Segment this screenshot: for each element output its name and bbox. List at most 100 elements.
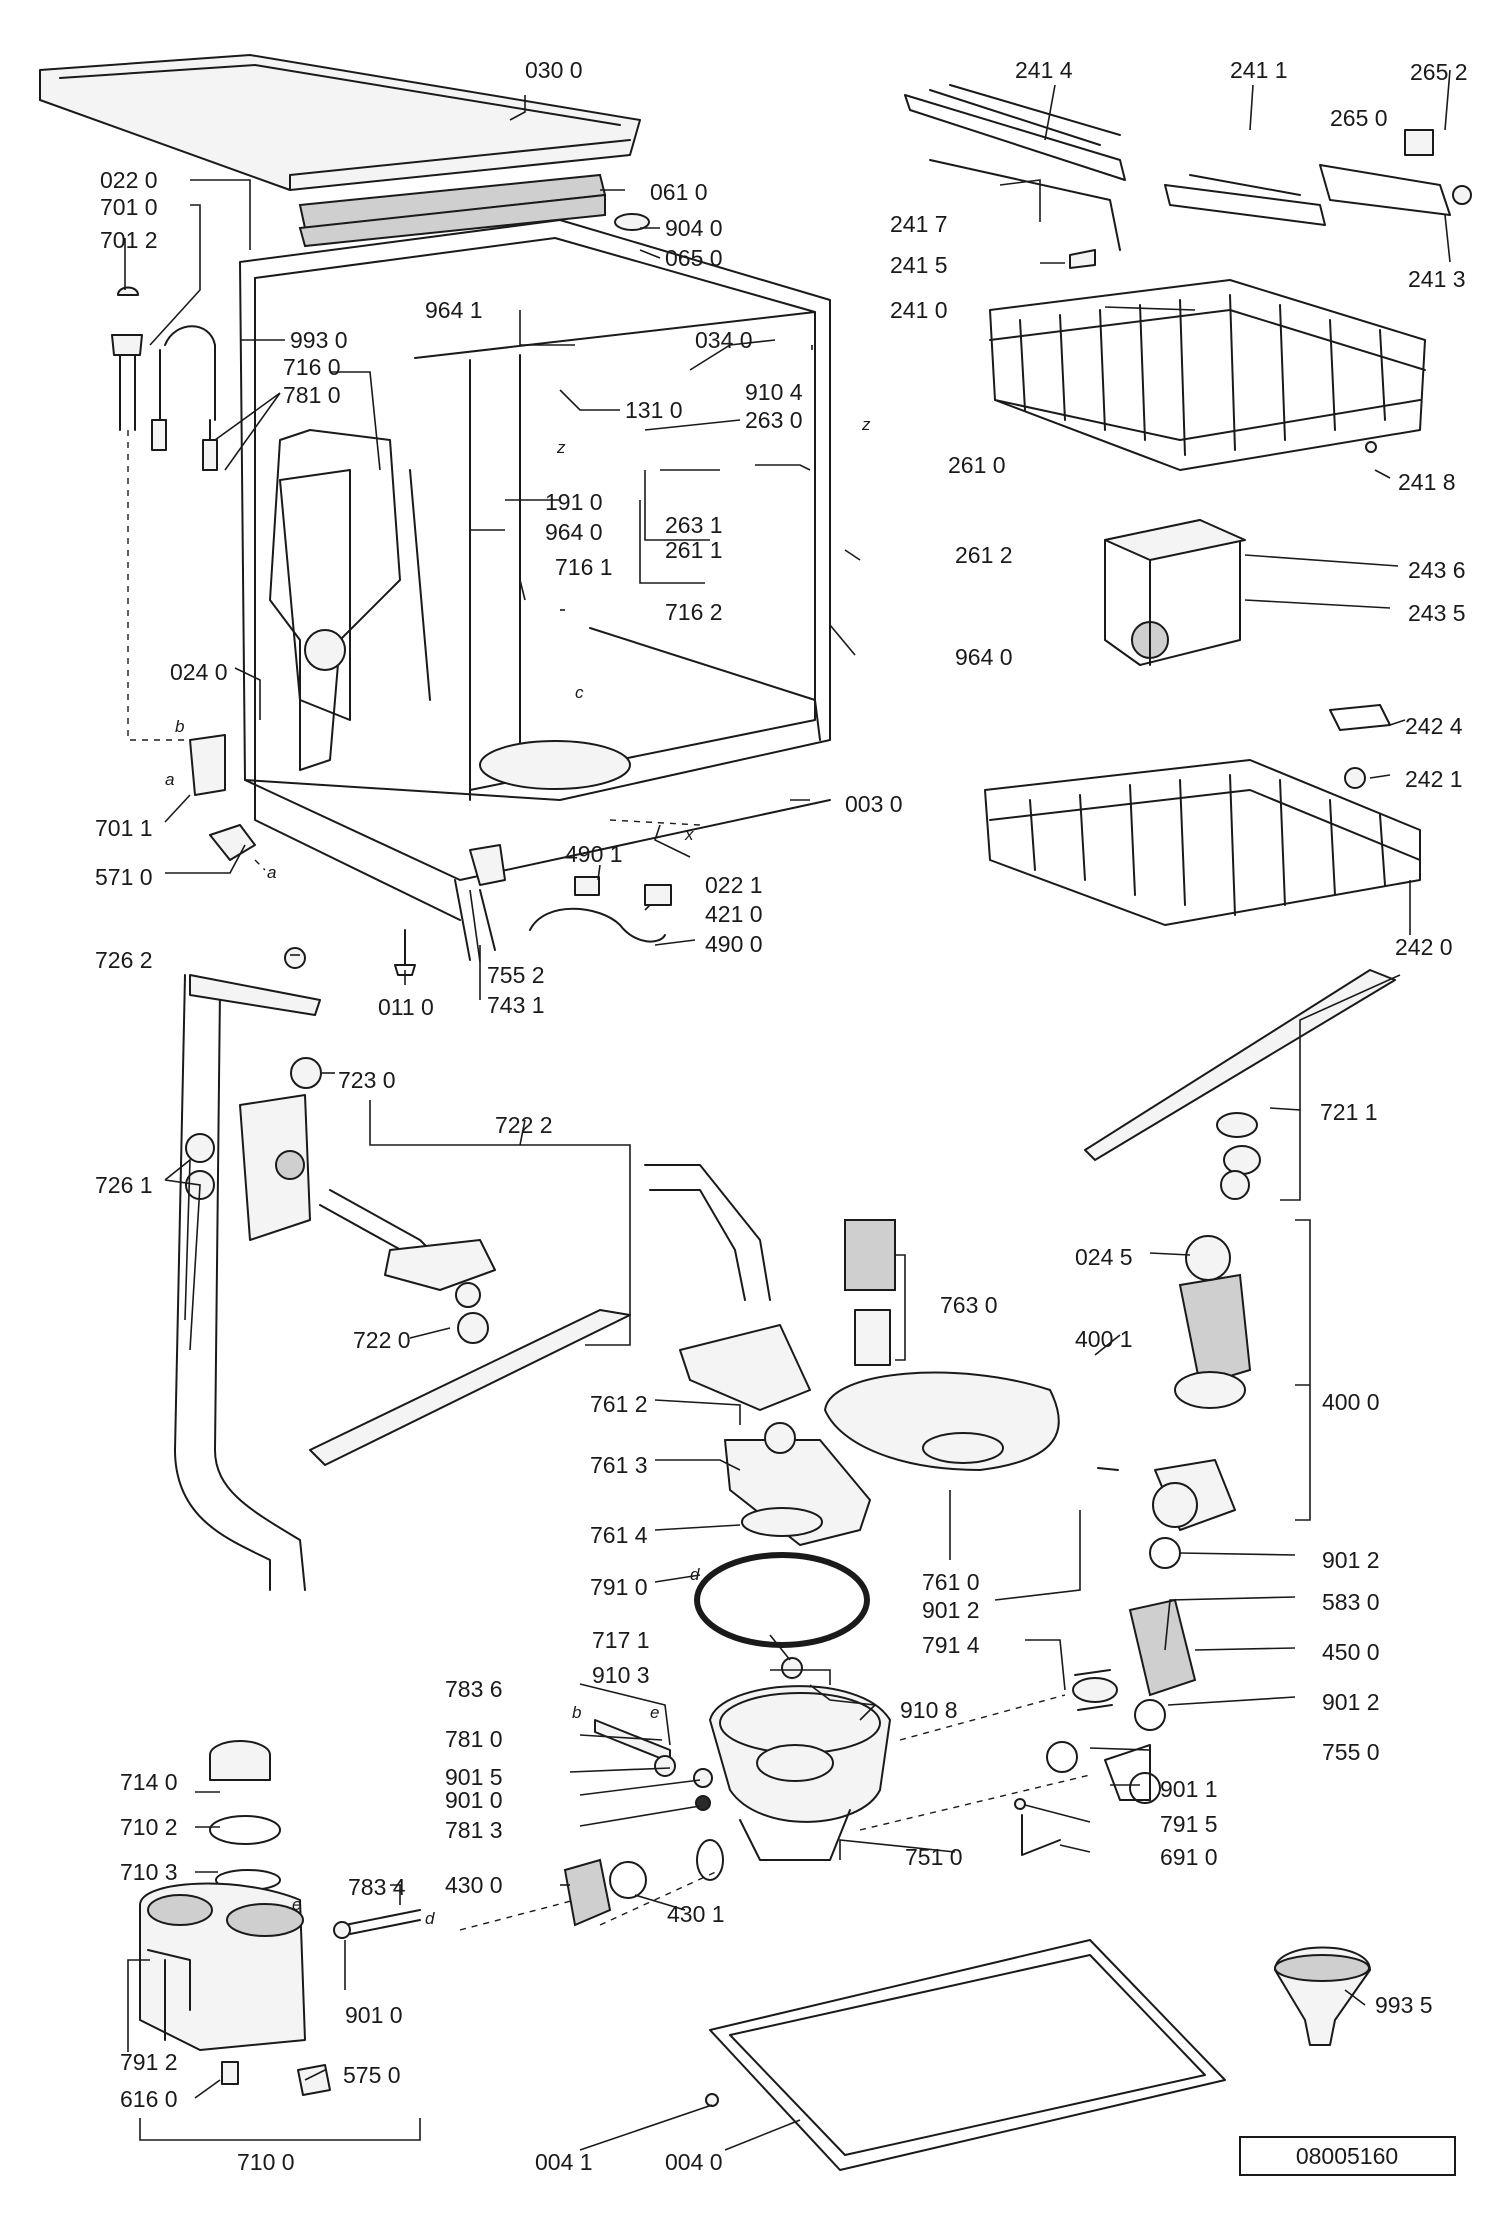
- label-710-2: 710 2: [120, 1814, 178, 1840]
- spray-duct: [269, 429, 401, 771]
- label-400-1: 400 1: [1075, 1326, 1133, 1352]
- label-261-1: 261 1: [665, 537, 723, 563]
- salt-funnel: [1274, 1946, 1371, 2046]
- label-993-5: 993 5: [1375, 1992, 1433, 2018]
- label-993-0: 993 0: [290, 327, 348, 353]
- label-616-0: 616 0: [120, 2086, 178, 2112]
- reference-number: 08005160: [1239, 2136, 1456, 2176]
- leader-lines: [124, 69, 1451, 2151]
- drain-fitting: [209, 824, 256, 861]
- label-964-0: 964 0: [545, 519, 603, 545]
- mark-a-2: a: [267, 863, 276, 882]
- label-061-0: 061 0: [650, 179, 708, 205]
- label-901-0-lower: 901 0: [345, 2002, 403, 2028]
- label-901-2-left: 901 2: [922, 1597, 980, 1623]
- label-781-0-lower: 781 0: [445, 1726, 503, 1752]
- label-781-3: 781 3: [445, 1817, 503, 1843]
- label-721-1: 721 1: [1320, 1099, 1378, 1125]
- label-726-1: 726 1: [95, 1172, 153, 1198]
- label-791-4: 791 4: [922, 1632, 980, 1658]
- label-003-0: 003 0: [845, 791, 903, 817]
- heater-probe: [594, 1719, 713, 1811]
- hose-route-dashed: [127, 430, 190, 741]
- label-716-1: 716 1: [555, 554, 613, 580]
- label-265-0: 265 0: [1330, 105, 1388, 131]
- label-241-4: 241 4: [1015, 57, 1073, 83]
- label-022-1: 022 1: [705, 872, 763, 898]
- label-783-6: 783 6: [445, 1676, 503, 1702]
- label-450-0: 450 0: [1322, 1639, 1380, 1665]
- label-717-1: 717 1: [592, 1627, 650, 1653]
- label-722-2: 722 2: [495, 1112, 553, 1138]
- label-400-0: 400 0: [1322, 1389, 1380, 1415]
- mark-b-1: b: [175, 717, 184, 736]
- label-024-0: 024 0: [170, 659, 228, 685]
- regen-valve: [333, 1909, 421, 1939]
- label-910-4: 910 4: [745, 379, 803, 405]
- cabinet-frame: [239, 219, 831, 921]
- label-241-7: 241 7: [890, 211, 948, 237]
- assembly-dashed-lines: [254, 819, 1091, 1931]
- latch-part: [1319, 129, 1472, 216]
- pump-motor: [1097, 1235, 1252, 1531]
- basket-clip: [1069, 249, 1096, 269]
- knife-rack: [1164, 174, 1326, 226]
- label-583-0: 583 0: [1322, 1589, 1380, 1615]
- label-004-0: 004 0: [665, 2149, 723, 2175]
- label-761-4: 761 4: [590, 1522, 648, 1548]
- mark-z-2: z: [861, 415, 871, 434]
- circulation-pipe: [644, 1164, 771, 1301]
- label-761-3: 761 3: [590, 1452, 648, 1478]
- label-755-0: 755 0: [1322, 1739, 1380, 1765]
- label-263-1: 263 1: [665, 512, 723, 538]
- label-242-1: 242 1: [1405, 766, 1463, 792]
- label-243-6: 243 6: [1408, 557, 1466, 583]
- salt-unit: [139, 1740, 306, 2051]
- filter-bracket: [679, 1324, 871, 1546]
- label-261-2: 261 2: [955, 542, 1013, 568]
- mark-b-2: b: [572, 1703, 581, 1722]
- upper-spray-arm: [1084, 969, 1396, 1200]
- vent-disc: [614, 213, 650, 231]
- label-701-2: 701 2: [100, 227, 158, 253]
- drain-pump: [1072, 1598, 1197, 1711]
- label-781-0: 781 0: [283, 382, 341, 408]
- label-901-2-b: 901 2: [1322, 1689, 1380, 1715]
- upper-basket: [989, 279, 1426, 471]
- label-714-0: 714 0: [120, 1769, 178, 1795]
- label-901-0: 901 0: [445, 1787, 503, 1813]
- label-901-5: 901 5: [445, 1764, 503, 1790]
- label-261-0: 261 0: [948, 452, 1006, 478]
- mark-c: c: [575, 683, 584, 702]
- cup-rack: [904, 84, 1126, 251]
- mark-d-1: d: [425, 1909, 435, 1928]
- label-716-2: 716 2: [665, 599, 723, 625]
- label-241-3: 241 3: [1408, 266, 1466, 292]
- label-265-2: 265 2: [1410, 59, 1468, 85]
- part-labels: 030 0 022 0 701 0 701 2 061 0 904 0 065 …: [95, 57, 1468, 2175]
- bracket-part: [189, 734, 226, 796]
- base-tray: [705, 1939, 1226, 2171]
- spray-arm-feed: [319, 1189, 496, 1291]
- label-791-5: 791 5: [1160, 1811, 1218, 1837]
- label-263-0: 263 0: [745, 407, 803, 433]
- label-430-1: 430 1: [667, 1901, 725, 1927]
- label-575-0: 575 0: [343, 2062, 401, 2088]
- label-904-0: 904 0: [665, 215, 723, 241]
- mark-e-2: e: [292, 1895, 301, 1914]
- label-024-5: 024 5: [1075, 1244, 1133, 1270]
- label-034-0: 034 0: [695, 327, 753, 353]
- water-pipe: [174, 947, 321, 1591]
- label-722-0: 722 0: [353, 1327, 411, 1353]
- label-901-2-a: 901 2: [1322, 1547, 1380, 1573]
- label-241-5: 241 5: [890, 252, 948, 278]
- insulation-strip: [298, 173, 607, 248]
- label-761-0: 761 0: [922, 1569, 980, 1595]
- valve-part: [111, 286, 143, 431]
- label-241-0: 241 0: [890, 297, 948, 323]
- fine-filter-plate: [824, 1371, 1060, 1471]
- mark-d-2: d: [690, 1565, 700, 1584]
- cutlery-basket: [1104, 519, 1246, 666]
- worktop-panel: [39, 54, 641, 191]
